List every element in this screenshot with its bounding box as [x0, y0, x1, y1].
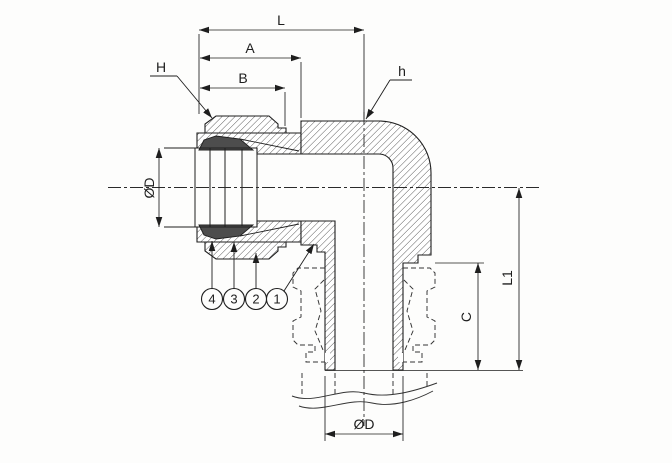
dimension-OD-left: ØD — [141, 148, 163, 227]
elbow-body-outer-wall — [300, 120, 432, 371]
callout-3-circle — [222, 287, 246, 311]
centerlines — [108, 112, 540, 426]
callout-1-number: 1 — [273, 292, 280, 307]
part-callouts: 4 3 2 1 — [200, 241, 315, 311]
dimension-C-label: C — [458, 312, 474, 322]
collet-wedge-bottom — [198, 224, 255, 240]
phantom-collet-left — [292, 267, 325, 363]
dimension-B: B — [200, 70, 286, 126]
dimension-C: C — [435, 262, 484, 370]
dimension-A-label: A — [245, 40, 255, 56]
callout-2-number: 2 — [252, 292, 259, 307]
leader-h-label: h — [398, 63, 406, 79]
stem-grip-grooves — [325, 353, 403, 362]
break-lines — [291, 382, 438, 409]
dimension-OD-bottom-label: ØD — [354, 416, 375, 432]
nut-top-section — [204, 115, 287, 134]
internal-seal-components — [198, 135, 255, 240]
callout-1-circle — [265, 287, 289, 311]
callout-4-number: 4 — [208, 292, 215, 307]
dimension-L1: L1 — [499, 188, 523, 370]
callout-4-circle — [200, 287, 224, 311]
dimension-L1-label: L1 — [499, 270, 515, 286]
grab-ring-edges — [239, 138, 300, 237]
phantom-collet-right — [403, 267, 436, 363]
leader-h: h — [365, 63, 412, 120]
inserted-tube-lines — [164, 147, 258, 228]
dimension-B-label: B — [238, 70, 247, 86]
phantom-mating-fitting — [292, 267, 436, 397]
leader-H: H — [150, 59, 213, 119]
leader-H-label: H — [156, 59, 166, 75]
callout-3-number: 3 — [230, 292, 237, 307]
dimension-OD-left-label: ØD — [141, 178, 157, 199]
collet-wedge-top — [198, 135, 255, 151]
dimension-L: L — [198, 12, 365, 119]
fitting-body-section — [196, 115, 432, 371]
dimension-L-label: L — [277, 12, 285, 28]
nut-bottom-section — [204, 241, 287, 260]
phantom-collet-finger-right — [403, 279, 414, 351]
dimension-OD-bottom: ØD — [324, 376, 404, 441]
dimension-A: A — [200, 40, 302, 118]
phantom-collet-finger-left — [314, 279, 325, 351]
elbow-body-inner-wall — [300, 220, 336, 371]
